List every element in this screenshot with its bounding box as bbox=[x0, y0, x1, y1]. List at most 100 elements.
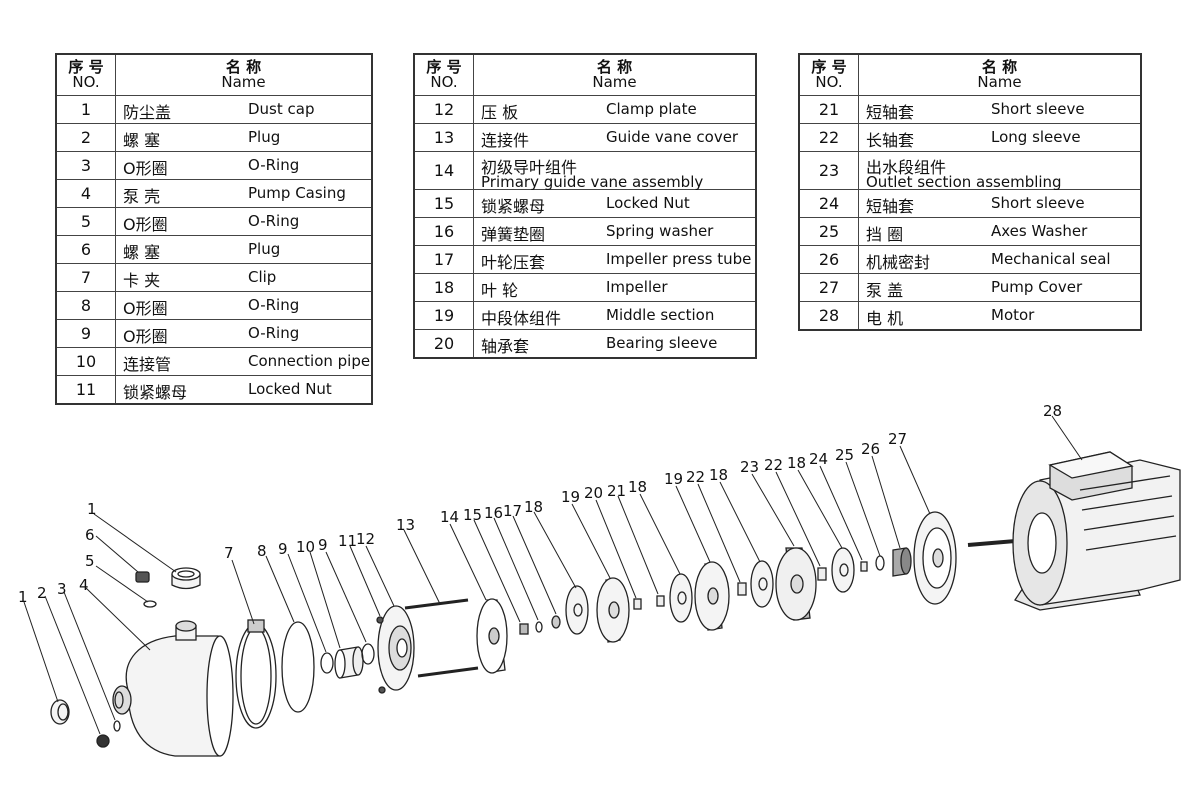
callout-25: 25 bbox=[835, 446, 854, 464]
part-name-chinese: 轴承套 bbox=[481, 337, 530, 356]
part-name-chinese: 叶 轮 bbox=[481, 281, 519, 300]
part-number: 24 bbox=[798, 189, 859, 218]
part-number: 21 bbox=[798, 95, 859, 124]
part-middle-section-b bbox=[694, 561, 730, 631]
callout-11: 11 bbox=[338, 532, 357, 550]
callout-9-a: 9 bbox=[278, 540, 288, 558]
part-number: 2 bbox=[55, 123, 116, 152]
part-name-english: Plug bbox=[248, 240, 281, 258]
callout-4: 4 bbox=[79, 576, 89, 594]
part-name-english: Outlet section assembling bbox=[866, 173, 1062, 191]
part-name: 螺 塞 Plug bbox=[115, 235, 373, 264]
part-name-english: Locked Nut bbox=[606, 194, 690, 212]
part-short-sleeve-b bbox=[860, 561, 868, 572]
part-name-english: Motor bbox=[991, 306, 1035, 324]
part-oring-large bbox=[281, 621, 315, 713]
callout-15: 15 bbox=[463, 506, 482, 524]
part-number: 6 bbox=[55, 235, 116, 264]
part-bearing-sleeve bbox=[633, 598, 642, 610]
part-impeller-c bbox=[750, 560, 774, 608]
callout-22-b: 22 bbox=[764, 456, 783, 474]
part-number: 4 bbox=[55, 179, 116, 208]
part-bolts bbox=[404, 598, 479, 678]
part-name-english: Plug bbox=[248, 128, 281, 146]
part-number: 15 bbox=[413, 189, 474, 218]
part-impeller-d bbox=[831, 547, 855, 593]
part-name-english: Axes Washer bbox=[991, 222, 1088, 240]
part-name-chinese: 弹簧垫圈 bbox=[481, 225, 546, 244]
callout-12: 12 bbox=[356, 530, 375, 548]
part-name-english: Guide vane cover bbox=[606, 128, 739, 146]
part-number: 7 bbox=[55, 263, 116, 292]
part-number: 19 bbox=[413, 301, 474, 330]
part-name-english: Impeller bbox=[606, 278, 668, 296]
callout-1-top: 1 bbox=[87, 500, 97, 518]
part-name-chinese: 压 板 bbox=[481, 103, 519, 122]
part-name-english: Pump Cover bbox=[991, 278, 1083, 296]
part-name-chinese: 机械密封 bbox=[866, 253, 931, 272]
part-name-english: Short sleeve bbox=[991, 100, 1085, 118]
part-name-english: Locked Nut bbox=[248, 380, 332, 398]
part-motor bbox=[967, 451, 1181, 611]
callout-19-a: 19 bbox=[561, 488, 580, 506]
callout-8: 8 bbox=[257, 542, 267, 560]
part-name-chinese: 防尘盖 bbox=[123, 103, 172, 122]
part-name-english: Impeller press tube bbox=[606, 250, 752, 268]
part-guide-vane bbox=[476, 598, 508, 674]
callout-13: 13 bbox=[396, 516, 415, 534]
part-number: 8 bbox=[55, 291, 116, 320]
part-pump-cover bbox=[913, 511, 957, 605]
part-name-chinese: O形圈 bbox=[123, 327, 168, 346]
part-plug-top bbox=[135, 571, 157, 608]
callout-2: 2 bbox=[37, 584, 47, 602]
part-middle-section-a bbox=[596, 577, 630, 643]
part-mechanical-seal bbox=[892, 547, 912, 577]
part-oring-small-a bbox=[320, 652, 334, 674]
part-name-chinese: 泵 壳 bbox=[123, 187, 161, 206]
part-clip bbox=[235, 619, 277, 729]
part-name-english: Mechanical seal bbox=[991, 250, 1111, 268]
part-name-chinese: 初级导叶组件 bbox=[481, 158, 578, 177]
part-short-sleeve-a bbox=[656, 595, 665, 607]
part-name-english: O-Ring bbox=[248, 156, 300, 174]
part-outlet-section bbox=[775, 547, 817, 621]
part-dust-cap-top bbox=[171, 567, 201, 590]
part-name-chinese: 短轴套 bbox=[866, 197, 915, 216]
part-name-english: Primary guide vane assembly bbox=[481, 173, 704, 191]
part-name-chinese: 螺 塞 bbox=[123, 243, 161, 262]
part-name-english: Clip bbox=[248, 268, 277, 286]
part-name-chinese: 连接件 bbox=[481, 131, 530, 150]
callout-27: 27 bbox=[888, 430, 907, 448]
part-name: 机械密封 Mechanical seal bbox=[858, 245, 1142, 274]
part-name-chinese: 卡 夹 bbox=[123, 271, 161, 290]
part-locked-nut bbox=[519, 623, 529, 635]
